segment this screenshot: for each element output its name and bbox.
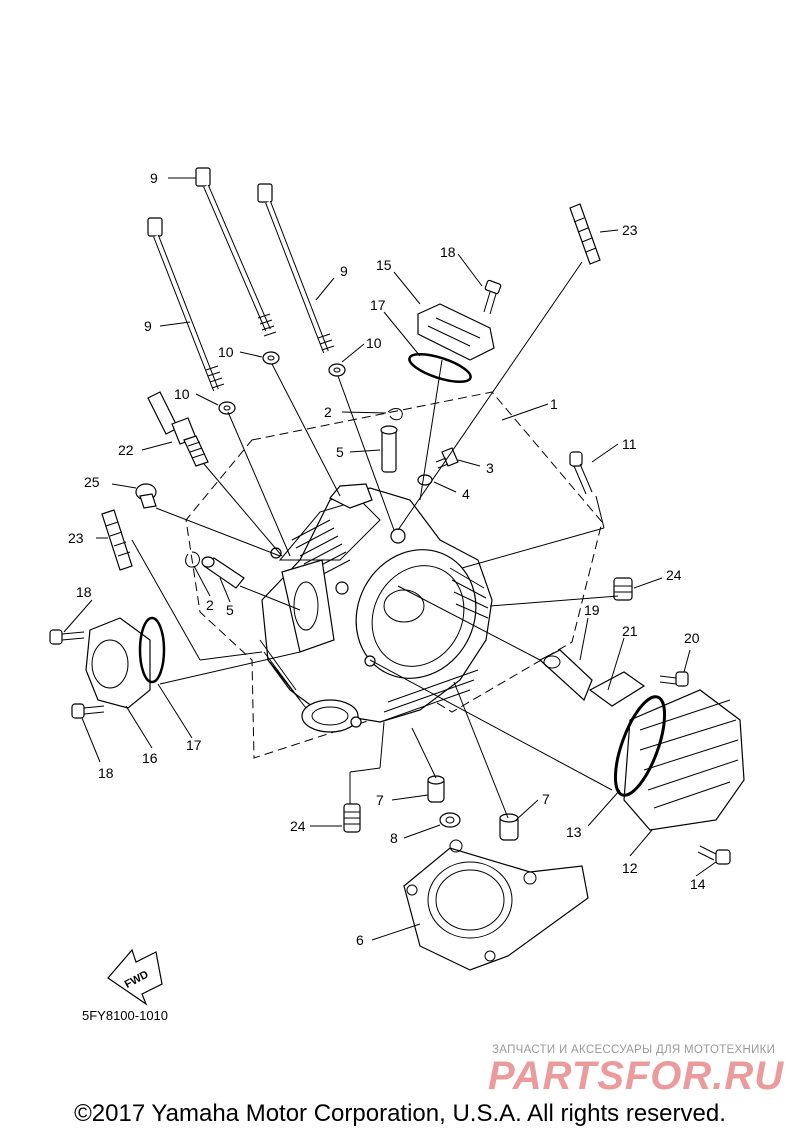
bolt-3 bbox=[435, 447, 459, 469]
bolt-14 bbox=[697, 845, 731, 865]
tappet-cover-16 bbox=[85, 617, 151, 709]
callout-1: 1 bbox=[550, 396, 558, 412]
valve-guide-5-lower bbox=[201, 556, 245, 589]
callout-22: 22 bbox=[118, 442, 134, 458]
bolt-11 bbox=[569, 451, 593, 495]
leader-lines bbox=[63, 177, 717, 941]
circlip-2-upper bbox=[387, 408, 403, 421]
stud-bolt-long-2 bbox=[257, 183, 335, 354]
bolt-18-left-lower bbox=[71, 703, 105, 719]
callout-13: 13 bbox=[566, 824, 582, 840]
gasket-13 bbox=[613, 695, 667, 797]
callout-25: 25 bbox=[84, 474, 100, 490]
callout-17b: 17 bbox=[186, 737, 202, 753]
callout-3: 3 bbox=[486, 460, 494, 476]
callout-9a: 9 bbox=[150, 170, 158, 186]
stopper-21 bbox=[588, 671, 646, 707]
callout-6: 6 bbox=[356, 932, 364, 948]
callout-labels: 9 9 9 10 10 10 23 23 18 18 18 15 17 17 1… bbox=[68, 170, 706, 948]
washer-10c bbox=[218, 401, 236, 415]
stud-23-upper bbox=[569, 203, 601, 265]
callout-24b: 24 bbox=[290, 818, 306, 834]
copyright-notice: ©2017 Yamaha Motor Corporation, U.S.A. A… bbox=[74, 1100, 726, 1127]
callout-2b: 2 bbox=[206, 597, 214, 613]
callout-5a: 5 bbox=[336, 444, 344, 460]
callout-18a: 18 bbox=[440, 244, 456, 260]
dowel-24-bottom bbox=[343, 803, 361, 833]
callout-21: 21 bbox=[622, 623, 638, 639]
callout-7a: 7 bbox=[376, 792, 384, 808]
o-ring-17-top bbox=[408, 353, 472, 383]
stud-23-left bbox=[101, 509, 133, 571]
callout-2a: 2 bbox=[324, 404, 332, 420]
callout-12: 12 bbox=[622, 860, 638, 876]
callout-23a: 23 bbox=[622, 222, 638, 238]
side-cover-12 bbox=[623, 689, 745, 831]
callout-18b: 18 bbox=[76, 584, 92, 600]
washer-10b bbox=[328, 363, 346, 377]
washer-10a bbox=[262, 351, 280, 365]
stud-bolt-long-3 bbox=[147, 217, 225, 392]
callout-8: 8 bbox=[390, 830, 398, 846]
callout-4: 4 bbox=[462, 486, 470, 502]
callout-9c: 9 bbox=[144, 318, 152, 334]
valve-seal-7-left bbox=[427, 775, 445, 803]
callout-14: 14 bbox=[690, 876, 706, 892]
callout-24a: 24 bbox=[666, 567, 682, 583]
callout-18c: 18 bbox=[98, 765, 114, 781]
callout-15: 15 bbox=[376, 257, 392, 273]
washer-8 bbox=[439, 812, 461, 828]
callout-20: 20 bbox=[684, 630, 700, 646]
valve-seal-7-right bbox=[499, 813, 519, 841]
callout-11: 11 bbox=[622, 436, 637, 452]
part-code: 5FY8100-1010 bbox=[82, 1008, 169, 1023]
callout-19: 19 bbox=[584, 602, 600, 618]
callout-23b: 23 bbox=[68, 530, 84, 546]
o-ring-17-left bbox=[138, 616, 166, 684]
guide-19 bbox=[538, 649, 593, 702]
fwd-arrow-icon: FWD bbox=[107, 948, 163, 1006]
circlip-2-lower bbox=[185, 551, 200, 568]
cylinder-head bbox=[259, 483, 493, 733]
callout-5b: 5 bbox=[226, 602, 234, 618]
callout-10a: 10 bbox=[218, 344, 234, 360]
callout-17a: 17 bbox=[370, 297, 386, 313]
plug-25 bbox=[135, 483, 157, 509]
callout-10c: 10 bbox=[174, 386, 190, 402]
callout-10b: 10 bbox=[366, 335, 382, 351]
bolt-20 bbox=[659, 671, 689, 687]
watermark-logo: PARTSFOR.RU bbox=[488, 1054, 785, 1098]
spark-plug bbox=[147, 391, 209, 467]
head-gasket-6 bbox=[403, 839, 589, 971]
callout-16: 16 bbox=[142, 750, 158, 766]
valve-guide-5-upper bbox=[380, 425, 398, 473]
callout-9b: 9 bbox=[340, 263, 348, 279]
bolt-18-top bbox=[483, 279, 502, 315]
bolt-18-left-upper bbox=[49, 629, 85, 645]
watermark-tagline: ЗАПЧАСТИ И АКСЕССУАРЫ ДЛЯ МОТОТЕХНИКИ bbox=[492, 1044, 776, 1056]
callout-7b: 7 bbox=[542, 791, 550, 807]
dowel-24-right bbox=[613, 577, 633, 601]
stud-bolt-long-1 bbox=[195, 167, 277, 337]
tappet-cover-15 bbox=[417, 303, 495, 361]
